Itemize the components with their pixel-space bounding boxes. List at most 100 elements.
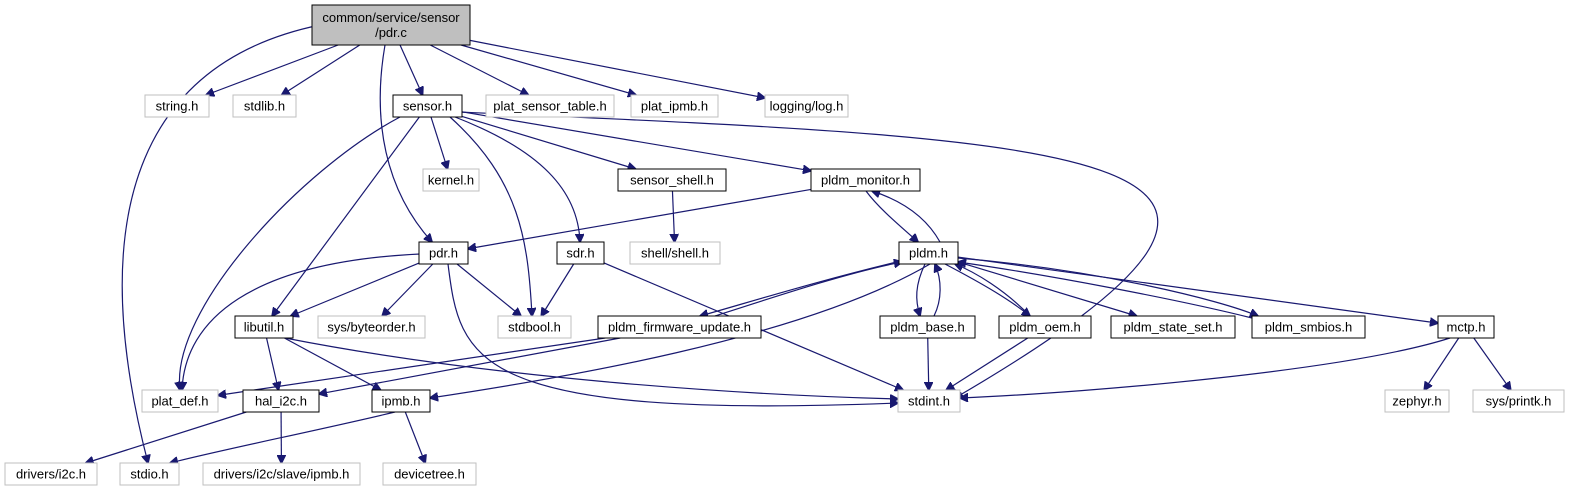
node-box <box>234 315 294 339</box>
node-box <box>1472 389 1565 413</box>
node-label: stdbool.h <box>508 320 561 335</box>
node-pldm-smbios-h[interactable]: pldm_smbios.h <box>1251 315 1366 339</box>
edge-pldm_h-to-pldm_state_set_h <box>957 261 1137 316</box>
node-label: drivers/i2c.h <box>16 467 86 482</box>
edge-hal_i2c_h-to-drivers_i2c_h <box>86 411 247 463</box>
node-label: sys/byteorder.h <box>327 320 415 335</box>
edge-root-to-plat_ipmb_h <box>460 44 636 95</box>
edge-sensor_shell_h-to-shell_shell_h <box>672 190 674 242</box>
node-label: stdlib.h <box>244 99 285 114</box>
edge-root-to-string_h <box>206 44 339 95</box>
node-label: hal_i2c.h <box>255 394 307 409</box>
node-mctp-h[interactable]: mctp.h <box>1437 315 1495 339</box>
node-pldm-oem-h[interactable]: pldm_oem.h <box>998 315 1092 339</box>
edge-root-to-stdlib_h <box>282 44 361 95</box>
node-sys-byteorder-h: sys/byteorder.h <box>317 315 426 339</box>
node-libutil-h[interactable]: libutil.h <box>234 315 294 339</box>
node-label: drivers/i2c/slave/ipmb.h <box>214 467 350 482</box>
edge-mctp_h-to-stdint_h <box>960 337 1451 398</box>
node-label: pldm_oem.h <box>1009 320 1081 335</box>
node-box <box>629 241 721 265</box>
node-pldm-monitor-h[interactable]: pldm_monitor.h <box>810 168 921 192</box>
edge-sensor_h-to-pldm_monitor_h <box>461 111 811 171</box>
node-box <box>897 389 961 413</box>
node-label: pldm_firmware_update.h <box>608 320 751 335</box>
node-sys-printk-h: sys/printk.h <box>1472 389 1565 413</box>
node-box <box>764 94 849 118</box>
node-sensor-h[interactable]: sensor.h <box>392 94 463 118</box>
edge-pldm_h-to-mctp_h <box>957 256 1438 323</box>
edge-root-to-sensor_h <box>399 44 423 95</box>
edge-pldm_firmware_update_h-to-pldm_h <box>714 262 902 317</box>
node-box <box>1384 389 1450 413</box>
nodes-layer: common/service/sensor/pdr.c string.h stdli… <box>4 4 1565 486</box>
edge-pdr_h-to-libutil_h <box>291 262 420 316</box>
node-logging-log-h: logging/log.h <box>764 94 849 118</box>
edge-pdr_h-to-plat_def_h <box>182 253 421 390</box>
node-label: devicetree.h <box>394 467 465 482</box>
edge-pldm_h-to-pldm_oem_h <box>944 263 1030 316</box>
node-box <box>202 462 361 486</box>
edge-root-to-pdr_h <box>379 44 432 242</box>
node-box <box>311 4 471 46</box>
node-box <box>597 315 762 339</box>
node-box <box>232 94 297 118</box>
node-box <box>998 315 1092 339</box>
node-box <box>898 241 959 265</box>
node-sensor-shell-h[interactable]: sensor_shell.h <box>617 168 727 192</box>
node-pldm-base-h[interactable]: pldm_base.h <box>879 315 976 339</box>
node-stdbool-h: stdbool.h <box>497 315 572 339</box>
edge-pldm_oem_h-to-stdint_h <box>946 337 1029 390</box>
node-box <box>630 94 719 118</box>
node-box <box>810 168 921 192</box>
node-label: sys/printk.h <box>1486 394 1552 409</box>
node-pldm-state-set-h[interactable]: pldm_state_set.h <box>1110 315 1236 339</box>
node-label: ipmb.h <box>381 394 420 409</box>
node-box <box>392 94 463 118</box>
node-label: stdint.h <box>908 394 950 409</box>
node-hal-i2c-h[interactable]: hal_i2c.h <box>242 389 320 413</box>
node-label: plat_ipmb.h <box>641 99 708 114</box>
edge-root-to-stdio_h <box>121 24 321 463</box>
node-box <box>144 94 210 118</box>
edge-pdr_h-to-stdbool_h <box>456 263 521 316</box>
node-box <box>556 241 605 265</box>
node-box <box>1110 315 1236 339</box>
node-label: plat_sensor_table.h <box>493 99 606 114</box>
node-box <box>371 389 431 413</box>
node-label: sensor_shell.h <box>630 173 714 188</box>
node-label: pdr.h <box>429 246 458 261</box>
edge-sensor_h-to-stdbool_h <box>449 116 532 316</box>
node-label: mctp.h <box>1446 320 1485 335</box>
node-label: common/service/sensor <box>322 10 460 25</box>
edge-root-to-logging_log_h <box>469 39 765 98</box>
node-plat-def-h: plat_def.h <box>141 389 219 413</box>
node-label: /pdr.c <box>375 25 407 40</box>
node-box <box>317 315 426 339</box>
edges-layer <box>86 24 1511 463</box>
node-box <box>422 168 480 192</box>
node-label: zephyr.h <box>1392 394 1441 409</box>
node-label: pldm_base.h <box>890 320 964 335</box>
edge-sensor_h-to-plat_def_h <box>179 116 401 390</box>
node-devicetree-h: devicetree.h <box>382 462 477 486</box>
edge-mctp_h-to-zephyr_h <box>1424 337 1460 390</box>
edge-pldm_base_h-to-pldm_h <box>933 264 940 317</box>
node-pldm-h[interactable]: pldm.h <box>898 241 959 265</box>
node-ipmb-h[interactable]: ipmb.h <box>371 389 431 413</box>
node-label: pldm_state_set.h <box>1123 320 1222 335</box>
node-pdr-h[interactable]: pdr.h <box>418 241 469 265</box>
node-plat-ipmb-h: plat_ipmb.h <box>630 94 719 118</box>
node-sdr-h[interactable]: sdr.h <box>556 241 605 265</box>
edge-pldm_smbios_h-to-pldm_h <box>958 262 1253 319</box>
edge-pldm_firmware_update_h-to-hal_i2c_h <box>319 337 621 394</box>
node-drivers-i2c-slave-ipmb-h: drivers/i2c/slave/ipmb.h <box>202 462 361 486</box>
edge-sensor_h-to-kernel_h <box>430 116 448 169</box>
node-box <box>141 389 219 413</box>
node-label: string.h <box>156 99 199 114</box>
node-pldm-firmware-update-h[interactable]: pldm_firmware_update.h <box>597 315 762 339</box>
node-box <box>485 94 615 118</box>
node-label: plat_def.h <box>151 394 208 409</box>
edge-sensor_h-to-sensor_shell_h <box>461 115 636 169</box>
